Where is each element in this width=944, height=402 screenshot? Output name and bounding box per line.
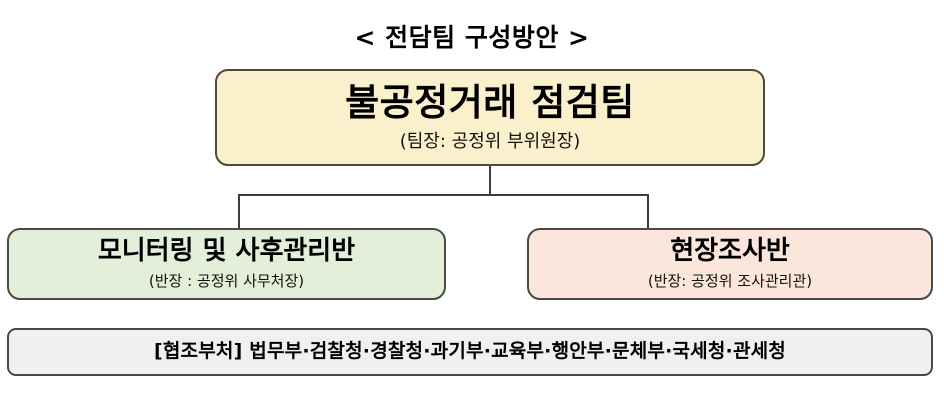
node-monitoring-team-title: 모니터링 및 사후관리반: [97, 236, 356, 267]
diagram-title: < 전담팀 구성방안 >: [354, 23, 590, 52]
node-inspection-team-subtitle: (팀장: 공정위 부위원장): [399, 130, 581, 152]
connector-drop-field: [647, 194, 649, 228]
node-monitoring-team-subtitle: (반장 : 공정위 사무처장): [148, 272, 305, 291]
node-field-investigation-team: 현장조사반 (반장: 공정위 조사관리관): [527, 228, 933, 300]
node-inspection-team: 불공정거래 점검팀 (팀장: 공정위 부위원장): [215, 69, 765, 166]
node-monitoring-team: 모니터링 및 사후관리반 (반장 : 공정위 사무처장): [7, 228, 446, 300]
node-support-agencies-text: [협조부처] 법무부·검찰청·경찰청·과기부·교육부·행안부·문체부·국세청·관…: [153, 340, 786, 363]
connector-drop-monitoring: [238, 194, 240, 228]
node-inspection-team-title: 불공정거래 점검팀: [345, 81, 635, 125]
node-field-investigation-team-subtitle: (반장: 공정위 조사관리관): [647, 272, 813, 291]
node-support-agencies: [협조부처] 법무부·검찰청·경찰청·과기부·교육부·행안부·문체부·국세청·관…: [7, 328, 933, 376]
connector-horizontal-bus: [238, 194, 649, 196]
connector-root-stem: [489, 166, 491, 195]
node-field-investigation-team-title: 현장조사반: [670, 236, 790, 267]
